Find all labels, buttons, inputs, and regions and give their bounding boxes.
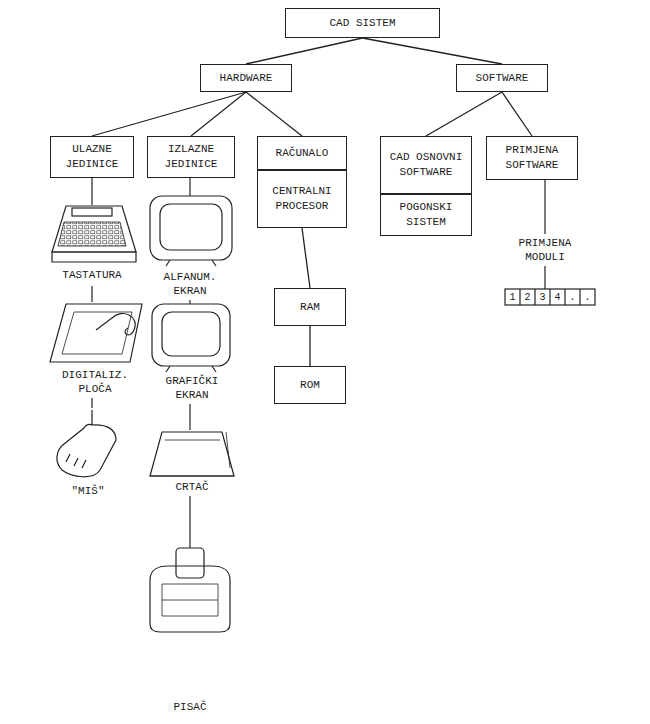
tree-connector — [302, 228, 310, 288]
box-text: RAČUNALO — [276, 146, 329, 161]
module-strip — [505, 289, 595, 305]
box-text: POGONSKI SISTEM — [385, 200, 467, 230]
mouse-icon — [57, 410, 116, 477]
device-label: PISAČ — [172, 700, 207, 714]
leader-line — [189, 404, 190, 430]
box-text: HARDWARE — [220, 71, 273, 86]
box-text: CAD OSNOVNI SOFTWARE — [385, 150, 467, 180]
leader-line — [91, 286, 92, 302]
hierarchy-box: HARDWARE — [200, 64, 292, 92]
tree-connector — [309, 326, 310, 366]
leader-line — [91, 398, 92, 408]
device-label: TASTATURA — [61, 268, 122, 282]
digitizer-tablet-icon — [50, 304, 142, 362]
hierarchy-box: ROM — [274, 366, 346, 404]
alphanumeric-monitor-icon — [150, 196, 232, 266]
leader-line — [189, 178, 190, 196]
module-number: . — [584, 291, 590, 304]
leader-line — [91, 178, 92, 205]
tree-connector — [502, 92, 532, 136]
leader-line — [189, 496, 190, 548]
box-text: PRIMJENA SOFTWARE — [491, 143, 573, 173]
leader-line — [544, 266, 545, 289]
hierarchy-box: RAM — [274, 288, 346, 326]
box-text: RAM — [300, 300, 320, 315]
leader-line — [544, 180, 545, 234]
tree-connector — [191, 92, 246, 136]
module-number: . — [569, 291, 575, 304]
tree-connector — [246, 38, 363, 64]
hierarchy-box: POGONSKI SISTEM — [380, 194, 472, 236]
box-text: CENTRALNI PROCESOR — [262, 184, 342, 214]
hierarchy-box: ULAZNE JEDINICE — [50, 136, 134, 178]
box-text: ROM — [300, 378, 320, 393]
graphic-monitor-icon — [152, 304, 230, 372]
hierarchy-box: RAČUNALO — [257, 136, 347, 170]
device-label: DIGITALIZ. PLOČA — [58, 368, 132, 397]
module-number: 1 — [509, 291, 515, 304]
device-label: GRAFIČKI EKRAN — [155, 374, 229, 403]
device-label: CRTAČ — [174, 480, 209, 494]
hierarchy-box: CENTRALNI PROCESOR — [257, 170, 347, 228]
box-text: IZLAZNE JEDINICE — [152, 142, 230, 172]
plotter-icon — [150, 432, 234, 476]
module-number: 2 — [524, 291, 530, 304]
printer-icon — [150, 548, 230, 632]
keyboard-icon — [52, 206, 136, 262]
tree-connector — [246, 92, 302, 136]
device-label: ALFANUM. EKRAN — [153, 270, 227, 299]
device-label: PRIMJENA MODULI — [504, 236, 586, 265]
box-text: ULAZNE JEDINICE — [55, 142, 129, 172]
hierarchy-box: PRIMJENA SOFTWARE — [486, 136, 578, 180]
box-text: CAD SISTEM — [329, 16, 395, 31]
tree-connector — [363, 38, 503, 64]
module-number: 4 — [554, 291, 560, 304]
box-text: SOFTWARE — [476, 71, 529, 86]
hierarchy-box: SOFTWARE — [456, 64, 548, 92]
hierarchy-box: CAD OSNOVNI SOFTWARE — [380, 136, 472, 194]
tree-connector — [426, 92, 502, 136]
hierarchy-box: IZLAZNE JEDINICE — [147, 136, 235, 178]
module-number: 3 — [539, 291, 545, 304]
hierarchy-box: CAD SISTEM — [285, 8, 440, 38]
tree-connector — [92, 92, 246, 136]
device-label: "MIŠ" — [70, 484, 105, 498]
